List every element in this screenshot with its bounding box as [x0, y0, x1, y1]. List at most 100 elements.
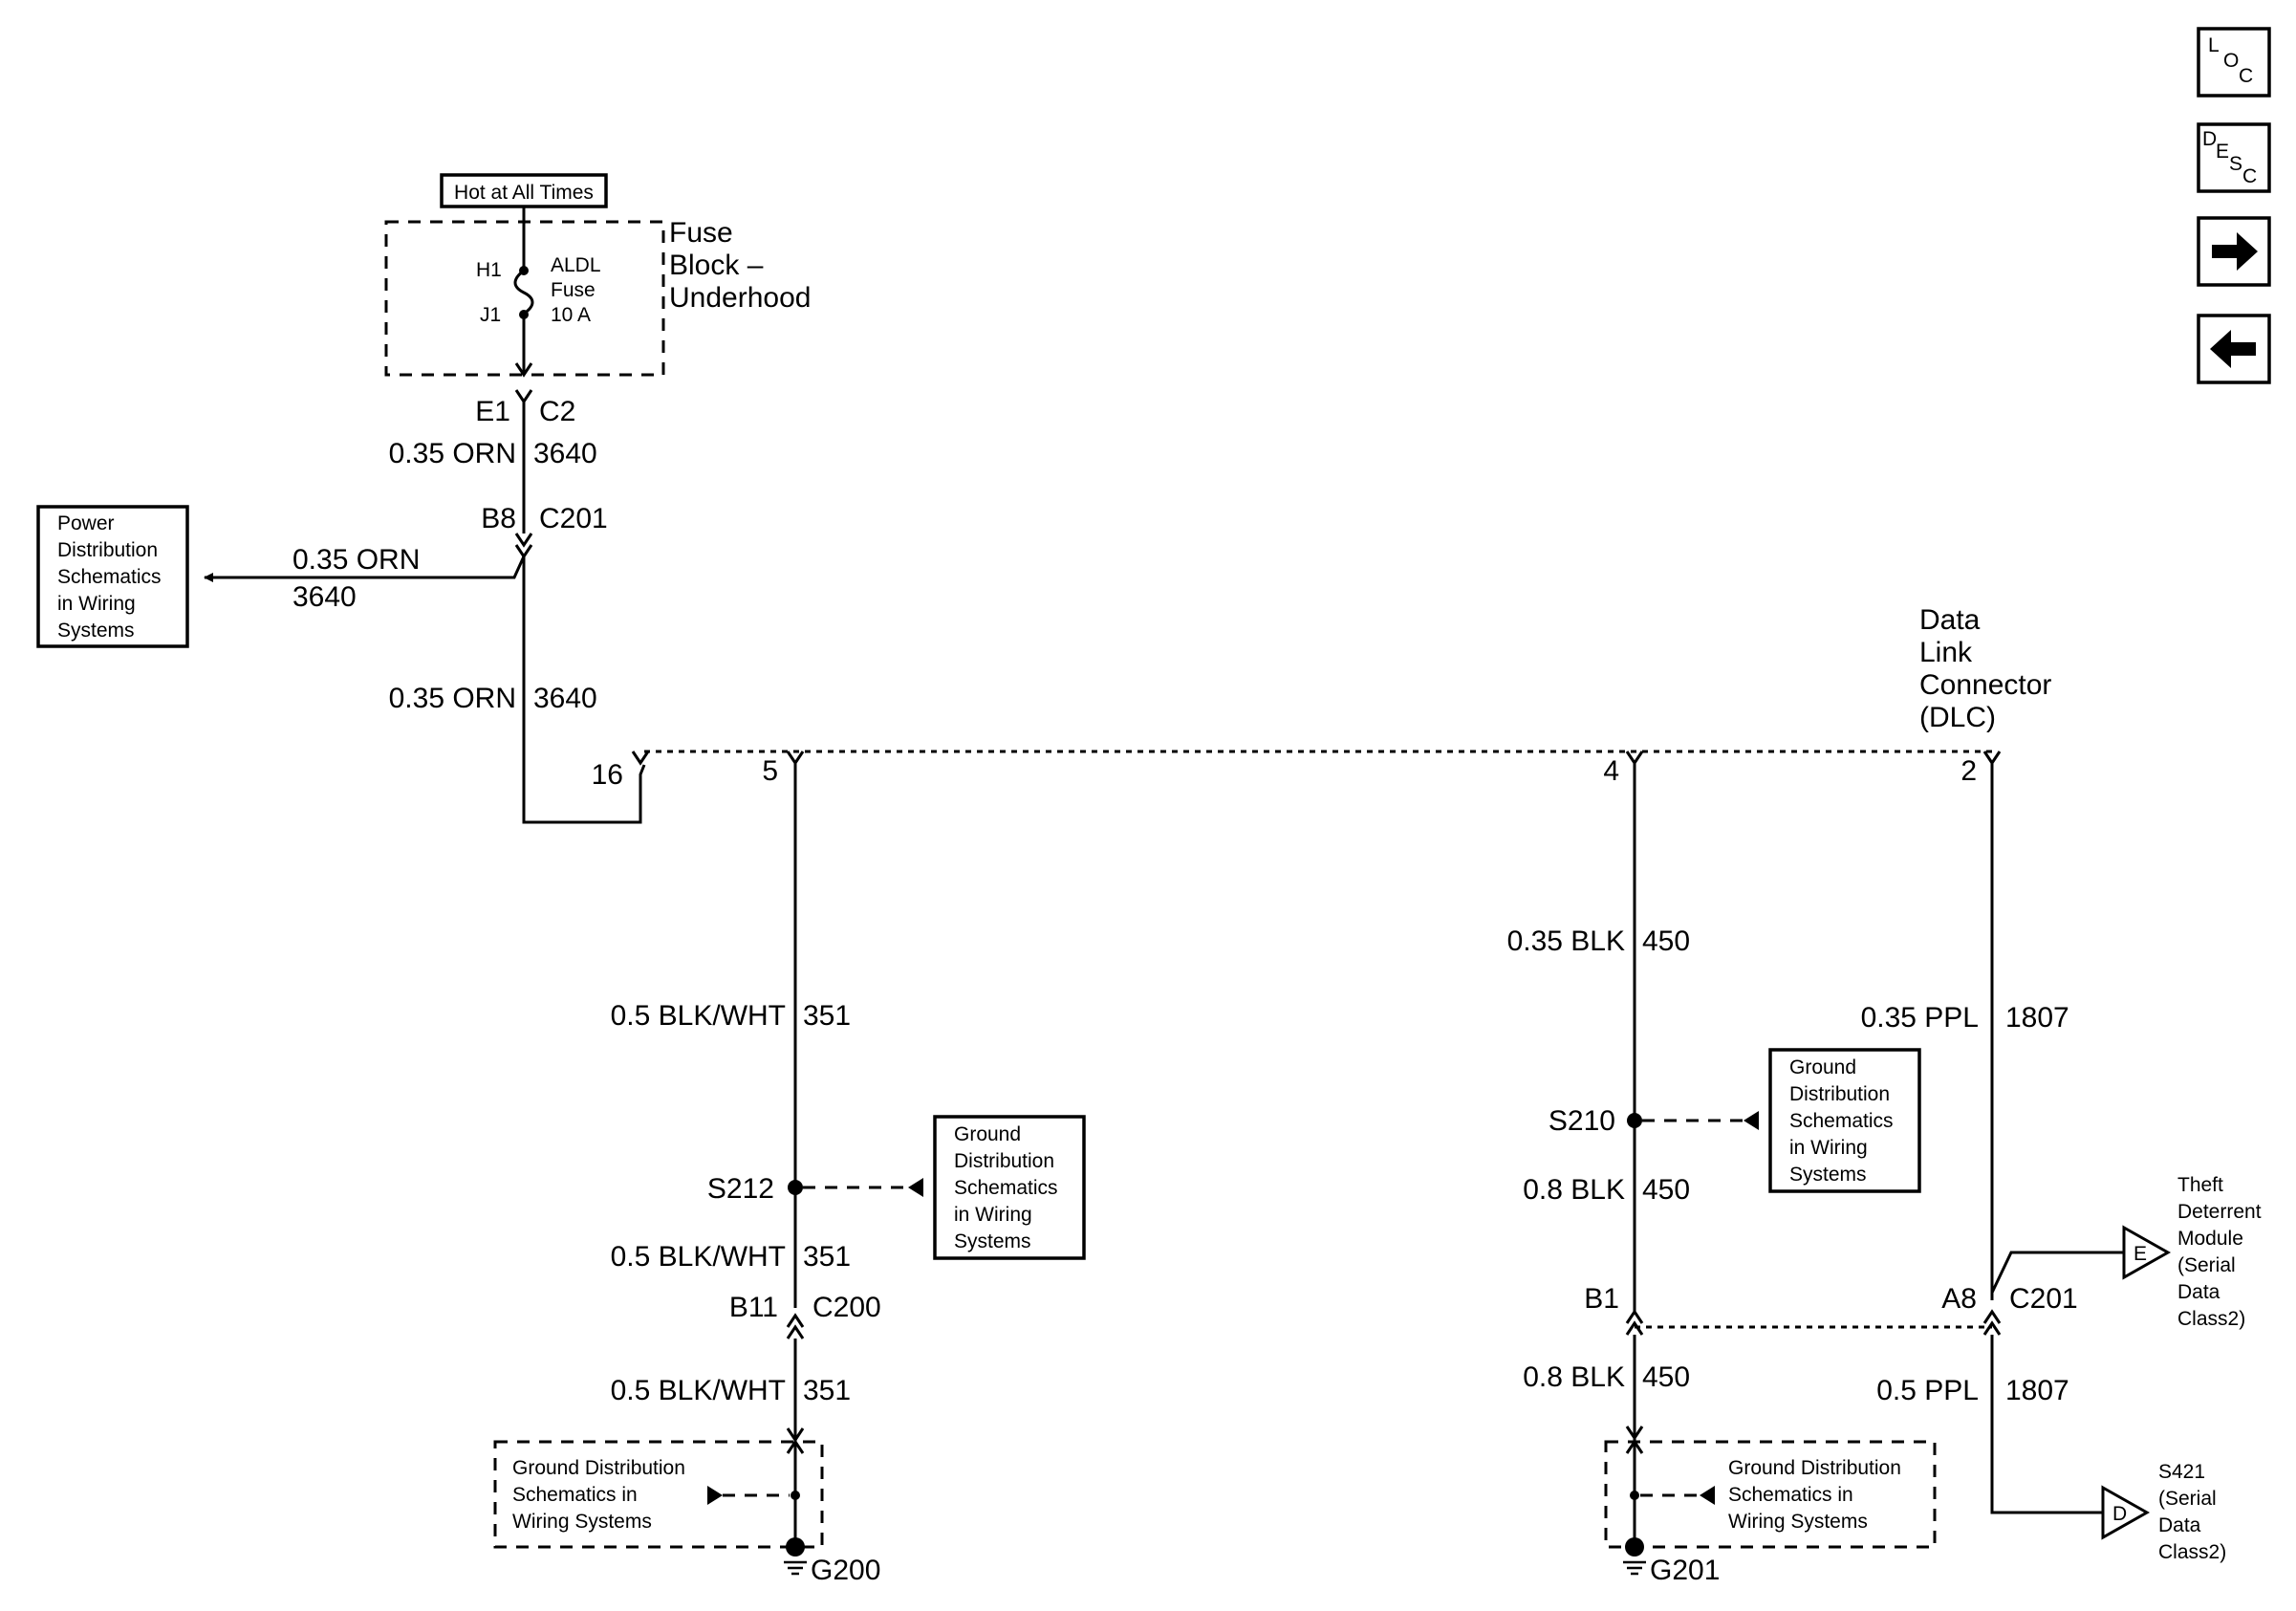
connector-c201-bottom: C201 — [2009, 1283, 2078, 1315]
wire-3640-lower-circuit: 3640 — [533, 683, 597, 714]
gd-dashed-right-2: Schematics in — [1728, 1484, 1853, 1506]
loc-letter-1: L — [2208, 34, 2220, 56]
dlc-name-2: Link — [1919, 637, 1973, 668]
fuse-pin-h1: H1 — [476, 259, 502, 281]
dlc-pin-5: 5 — [762, 755, 778, 787]
fuse-block-name-1: Fuse — [669, 217, 733, 249]
theft-label-3: Module — [2177, 1228, 2243, 1250]
wire-450-top-gauge: 0.35 BLK — [1507, 925, 1625, 957]
wire-1807-top-gauge: 0.35 PPL — [1861, 1002, 1979, 1034]
wire-1807-low-circuit: 1807 — [2005, 1375, 2069, 1406]
wire-351-top-circuit: 351 — [803, 1000, 851, 1032]
desc-letter-2: E — [2216, 141, 2229, 163]
wire-3640-top-circuit: 3640 — [533, 438, 597, 469]
svg-text:Ground: Ground — [1789, 1056, 1856, 1078]
wire-450-mid-circuit: 450 — [1642, 1174, 1690, 1206]
svg-text:Systems: Systems — [57, 620, 135, 642]
fuse-label-1: ALDL — [551, 254, 601, 276]
connector-c2: C2 — [539, 396, 575, 427]
next-page-button[interactable] — [2197, 216, 2271, 287]
svg-text:in Wiring: in Wiring — [954, 1204, 1032, 1226]
splice-s210-label: S210 — [1549, 1105, 1615, 1137]
ground-distribution-box-left[interactable]: Ground Distribution Schematics in Wiring… — [933, 1115, 1086, 1260]
loc-letter-2: O — [2223, 50, 2239, 72]
svg-text:in Wiring: in Wiring — [1789, 1137, 1868, 1159]
s421-label-2: (Serial — [2158, 1488, 2217, 1510]
gd-dashed-right-3: Wiring Systems — [1728, 1511, 1868, 1533]
splice-s210 — [1627, 1113, 1642, 1128]
theft-label-6: Class2) — [2177, 1308, 2245, 1330]
wire-351-mid-circuit: 351 — [803, 1241, 851, 1273]
svg-text:Schematics: Schematics — [57, 566, 162, 588]
svg-text:Ground: Ground — [954, 1123, 1021, 1145]
svg-text:Distribution: Distribution — [954, 1150, 1054, 1172]
ground-distribution-dashed-right — [1604, 1440, 1937, 1549]
dlc-pin-4: 4 — [1603, 755, 1619, 787]
connector-c201-top: C201 — [539, 503, 608, 534]
wire-3640-branch-gauge: 0.35 ORN — [292, 544, 420, 576]
theft-label-4: (Serial — [2177, 1254, 2236, 1276]
pin-b11: B11 — [729, 1292, 778, 1323]
wire-450-mid-gauge: 0.8 BLK — [1523, 1174, 1625, 1206]
right-arrow-icon — [2212, 232, 2258, 271]
theft-label-5: Data — [2177, 1281, 2220, 1303]
ground-distribution-dashed-left — [493, 1440, 824, 1549]
wire-3640-lower-gauge: 0.35 ORN — [389, 683, 516, 714]
svg-text:Systems: Systems — [954, 1230, 1031, 1252]
desc-button[interactable]: D E S C — [2197, 122, 2271, 193]
svg-text:D: D — [2112, 1503, 2127, 1525]
wire-3640-branch-circuit: 3640 — [292, 581, 357, 613]
theft-deterrent-link[interactable]: E — [2122, 1225, 2172, 1280]
wire-351-low-gauge: 0.5 BLK/WHT — [611, 1375, 786, 1406]
pin-e1: E1 — [475, 396, 510, 427]
wire-3640-top-gauge: 0.35 ORN — [389, 438, 516, 469]
dlc-pin-2: 2 — [1960, 755, 1977, 787]
ground-distribution-box-right[interactable]: Ground Distribution Schematics in Wiring… — [1768, 1048, 1921, 1193]
wire-450-low-gauge: 0.8 BLK — [1523, 1361, 1625, 1393]
svg-text:Hot at All Times: Hot at All Times — [454, 182, 594, 204]
svg-text:E: E — [2134, 1243, 2147, 1265]
power-distribution-box[interactable]: Power Distribution Schematics in Wiring … — [36, 505, 189, 648]
pin-b1: B1 — [1584, 1283, 1619, 1315]
svg-text:Schematics: Schematics — [1789, 1110, 1894, 1132]
pin-a8: A8 — [1941, 1283, 1977, 1315]
connector-c200: C200 — [812, 1292, 881, 1323]
svg-text:in Wiring: in Wiring — [57, 593, 136, 615]
wire-1807-top-circuit: 1807 — [2005, 1002, 2069, 1034]
fuse-label-2: Fuse — [551, 279, 596, 301]
dlc-name-4: (DLC) — [1919, 702, 1996, 733]
pin-b8: B8 — [481, 503, 516, 534]
wire-450-low-circuit: 450 — [1642, 1361, 1690, 1393]
ground-g200-label: G200 — [811, 1555, 880, 1586]
svg-text:Distribution: Distribution — [1789, 1083, 1890, 1105]
left-arrow-icon — [2210, 330, 2256, 368]
loc-button[interactable]: L O C — [2197, 27, 2271, 98]
fuse-block-name-3: Underhood — [669, 282, 811, 314]
fuse-symbol — [513, 269, 534, 316]
hot-at-all-times-label: Hot at All Times — [440, 173, 608, 208]
loc-letter-3: C — [2239, 65, 2253, 87]
svg-text:Power: Power — [57, 512, 115, 534]
fuse-label-3: 10 A — [551, 304, 591, 326]
gd-dashed-left-1: Ground Distribution — [512, 1457, 685, 1479]
s421-label-3: Data — [2158, 1514, 2201, 1536]
wire-450-top-circuit: 450 — [1642, 925, 1690, 957]
desc-letter-4: C — [2242, 165, 2257, 187]
prev-page-button[interactable] — [2197, 314, 2271, 384]
wire-351-low-circuit: 351 — [803, 1375, 851, 1406]
dlc-name-3: Connector — [1919, 669, 2051, 701]
dlc-pin-16: 16 — [592, 759, 623, 791]
dlc-name-1: Data — [1919, 604, 1981, 636]
ground-g200 — [786, 1537, 805, 1557]
splice-s212 — [788, 1180, 803, 1195]
wire-351-mid-gauge: 0.5 BLK/WHT — [611, 1241, 786, 1273]
s421-link[interactable]: D — [2101, 1485, 2151, 1540]
svg-text:Systems: Systems — [1789, 1164, 1867, 1186]
svg-text:Schematics: Schematics — [954, 1177, 1058, 1199]
ground-g201 — [1625, 1537, 1644, 1557]
desc-letter-1: D — [2202, 128, 2217, 150]
ground-g201-label: G201 — [1650, 1555, 1720, 1586]
desc-letter-3: S — [2229, 153, 2242, 175]
splice-s212-label: S212 — [707, 1173, 774, 1205]
